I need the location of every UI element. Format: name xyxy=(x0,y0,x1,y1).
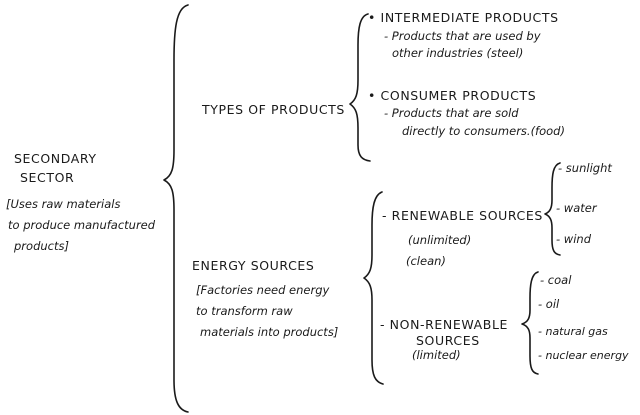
renewable-item-water: - water xyxy=(556,201,597,215)
renewable-item-wind: - wind xyxy=(556,232,591,246)
types-brace xyxy=(349,13,371,162)
root-title-line-2: SECTOR xyxy=(20,170,75,185)
energy-note-line-3: materials into products] xyxy=(200,325,339,339)
nonrenewable-title-line-1: - NON-RENEWABLE xyxy=(380,317,509,332)
intermediate-desc-line-2: other industries (steel) xyxy=(392,46,524,60)
consumer-desc-line-2: directly to consumers.(food) xyxy=(402,124,565,138)
root-note-line-3: products] xyxy=(14,239,69,253)
renewable-title: - RENEWABLE SOURCES xyxy=(382,208,543,223)
nonrenewable-item-natural-gas: - natural gas xyxy=(538,325,608,338)
root-title-line-1: SECONDARY xyxy=(14,151,97,166)
renewable-item-sunlight: - sunlight xyxy=(558,161,612,175)
energy-note-line-1: [Factories need energy xyxy=(196,283,330,297)
energy-note-line-2: to transform raw xyxy=(196,304,293,318)
consumer-title: • CONSUMER PRODUCTS xyxy=(368,88,537,103)
root-note-line-2: to produce manufactured xyxy=(8,218,156,232)
nonrenewable-sub: (limited) xyxy=(412,348,461,362)
root-note-line-1: [Uses raw materials xyxy=(6,197,121,211)
nonrenewable-item-coal: - coal xyxy=(540,273,572,287)
renewable-sub-2: (clean) xyxy=(406,254,446,268)
energy-label: ENERGY SOURCES xyxy=(192,258,315,273)
renewable-brace xyxy=(544,162,561,256)
renewable-sub-1: (unlimited) xyxy=(408,233,472,247)
nonrenewable-item-nuclear-energy: - nuclear energy xyxy=(538,349,629,362)
intermediate-desc-line-1: - Products that are used by xyxy=(384,29,541,43)
types-label: TYPES OF PRODUCTS xyxy=(202,102,345,117)
intermediate-title: • INTERMEDIATE PRODUCTS xyxy=(368,10,559,25)
energy-brace xyxy=(363,191,384,385)
consumer-desc-line-1: - Products that are sold xyxy=(384,106,519,120)
nonrenewable-item-oil: - oil xyxy=(538,297,560,311)
nonrenewable-brace xyxy=(521,271,539,375)
nonrenewable-title-line-2: SOURCES xyxy=(416,333,480,348)
main-brace xyxy=(163,4,189,413)
